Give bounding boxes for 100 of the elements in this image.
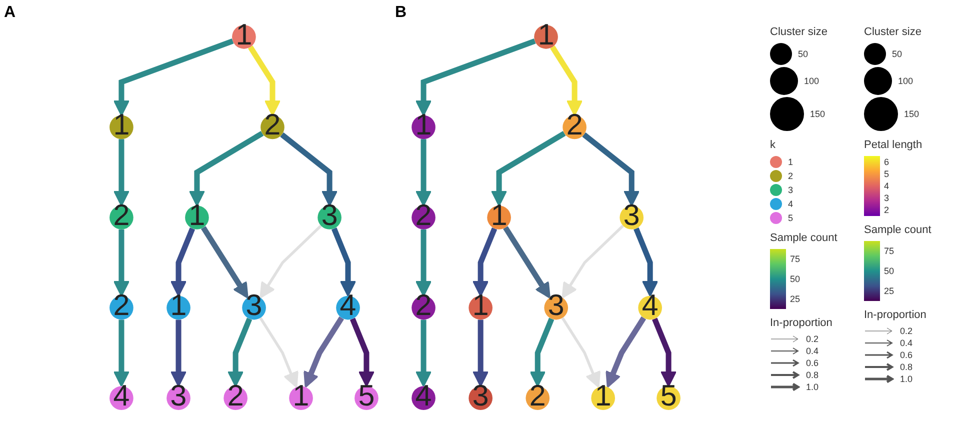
arrow xyxy=(113,229,130,297)
arrow xyxy=(350,318,375,387)
arrow xyxy=(304,316,344,388)
tick-label: 50 xyxy=(790,274,800,284)
arrow xyxy=(652,318,677,387)
tick-label: 5 xyxy=(884,169,890,179)
arrow xyxy=(490,130,566,206)
node-circle: 4 xyxy=(412,386,436,410)
arrow xyxy=(472,227,498,297)
node-circle: 1 xyxy=(591,386,615,410)
arrow xyxy=(415,229,432,297)
node-circle: 2 xyxy=(260,115,284,140)
legend-label: 4 xyxy=(788,199,794,209)
tick-label: 75 xyxy=(790,254,800,264)
legend-label: 50 xyxy=(892,49,902,59)
legend-title: Sample count xyxy=(864,224,932,236)
legend-label: 5 xyxy=(788,213,794,223)
arrow xyxy=(562,224,624,298)
legend-title: k xyxy=(770,139,776,151)
node-circle: 5 xyxy=(354,386,378,410)
node-circle: 3 xyxy=(242,296,266,320)
tick-label: 2 xyxy=(884,205,890,215)
legend-label: 1.0 xyxy=(900,374,913,384)
arrow xyxy=(472,320,489,387)
legend-label: 0.6 xyxy=(806,358,819,368)
legend-label: 1.0 xyxy=(806,382,819,392)
legend-label: 0.8 xyxy=(900,362,913,372)
legend-label: 100 xyxy=(804,76,820,86)
arrow xyxy=(415,320,432,387)
tick-label: 75 xyxy=(884,246,894,256)
arrow xyxy=(259,317,298,388)
node-circle: 2 xyxy=(412,296,436,320)
panel-letter: A xyxy=(4,4,16,22)
node-circle: 3 xyxy=(620,206,644,230)
arrow xyxy=(113,320,130,387)
legend-label: 0.2 xyxy=(806,334,819,344)
node-circle: 1 xyxy=(110,115,134,140)
legend-label: 1 xyxy=(788,157,794,167)
legend-label: 2 xyxy=(788,171,794,181)
arrow xyxy=(170,227,196,297)
node-circle: 1 xyxy=(412,115,436,140)
node-circle: 1 xyxy=(468,296,492,320)
node-circle: 2 xyxy=(110,206,134,230)
node-circle: 2 xyxy=(562,115,586,140)
legend-label: 0.4 xyxy=(900,338,913,348)
node-circle: 1 xyxy=(166,296,190,320)
legend-title: Petal length xyxy=(864,139,922,151)
arrow xyxy=(260,224,322,298)
arrow xyxy=(280,132,338,206)
tick-label: 25 xyxy=(790,294,800,304)
arrow xyxy=(332,227,356,297)
node-circle: 3 xyxy=(544,296,568,320)
arrow xyxy=(582,132,640,206)
arrow xyxy=(188,130,264,206)
tick-label: 6 xyxy=(884,157,890,167)
node-circle: 1 xyxy=(487,206,511,230)
legend-title: In-proportion xyxy=(770,317,832,329)
arrow xyxy=(170,320,187,387)
arrow xyxy=(113,139,130,206)
legend-label: 0.8 xyxy=(806,370,819,380)
arrow xyxy=(415,139,432,206)
legend-title: Cluster size xyxy=(770,26,828,38)
legend-label: 150 xyxy=(904,109,920,119)
arrow xyxy=(113,38,234,116)
node-circle: 1 xyxy=(185,206,209,230)
node-circle: 4 xyxy=(638,296,662,320)
node-circle: 1 xyxy=(534,25,558,49)
node-circle: 2 xyxy=(412,206,436,230)
panel-letter: B xyxy=(395,4,407,22)
arrow xyxy=(550,46,583,116)
legend-label: 50 xyxy=(798,49,808,59)
node-circle: 4 xyxy=(336,296,360,320)
legend-label: 0.2 xyxy=(900,326,913,336)
arrow xyxy=(530,318,554,387)
legend-label: 150 xyxy=(810,109,826,119)
node-circle: 3 xyxy=(166,386,190,410)
legend-title: In-proportion xyxy=(864,309,926,321)
arrow xyxy=(606,316,646,388)
node-circle: 3 xyxy=(318,206,342,230)
legend-label: 3 xyxy=(788,185,794,195)
node-circle: 5 xyxy=(656,386,680,410)
tick-label: 25 xyxy=(884,286,894,296)
tick-label: 4 xyxy=(884,181,890,191)
node-circle: 2 xyxy=(526,386,550,410)
legend-label: 0.4 xyxy=(806,346,819,356)
legend-label: 0.6 xyxy=(900,350,913,360)
arrow xyxy=(634,227,658,297)
arrow xyxy=(415,38,536,116)
node-circle: 3 xyxy=(468,386,492,410)
node-circle: 1 xyxy=(289,386,313,410)
legend-label: 100 xyxy=(898,76,914,86)
arrow xyxy=(227,318,252,387)
node-circle: 4 xyxy=(110,386,134,410)
node-circle: 2 xyxy=(110,296,134,320)
arrow xyxy=(561,317,601,388)
arrow xyxy=(201,226,248,298)
tick-label: 50 xyxy=(884,266,894,276)
legend-title: Cluster size xyxy=(864,26,922,38)
tick-label: 3 xyxy=(884,193,890,203)
arrow xyxy=(248,46,281,116)
